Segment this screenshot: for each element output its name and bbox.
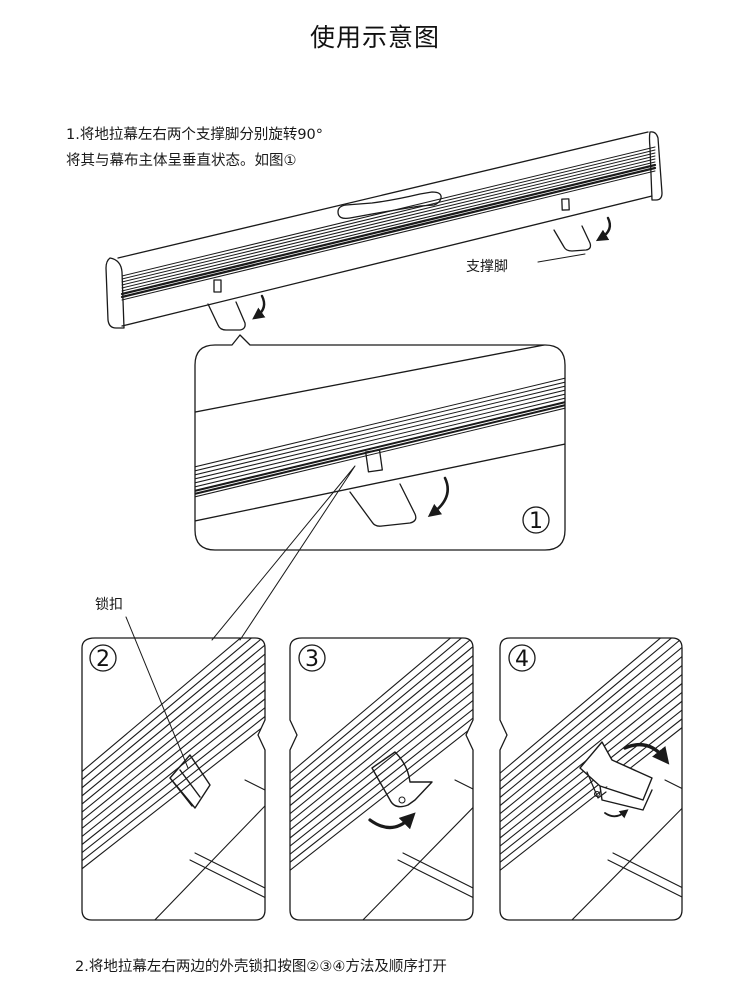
- zoom-connector: [211, 465, 356, 641]
- carry-handle: [337, 191, 442, 220]
- panel-2-number-badge: [89, 644, 117, 672]
- panel-3-number: 3: [305, 647, 319, 672]
- lock-clasp-leader-line: [125, 616, 189, 769]
- left-end-cap: [105, 257, 125, 329]
- panel-3-number-badge: [298, 644, 326, 672]
- panel-3-rotate-arrow-icon: [368, 812, 416, 830]
- lock-clasp-label: 锁扣: [95, 597, 123, 613]
- left-support-leg: [207, 301, 246, 331]
- panel-4-number: 4: [515, 647, 529, 672]
- step-2-instructions: 2.将地拉幕左右两边的外壳锁扣按图②③④方法及顺序打开: [75, 959, 447, 975]
- closed-lock-clasp: [169, 754, 211, 809]
- panel-4-rotate-arrow-large-icon: [623, 743, 670, 765]
- detail-panel-4: 4: [499, 637, 683, 921]
- page-title: 使用示意图: [309, 23, 440, 52]
- screen-housing: [105, 131, 663, 331]
- right-support-leg: [553, 225, 592, 252]
- step-1-line-1: 1.将地拉幕左右两个支撑脚分别旋转90°: [66, 127, 324, 143]
- right-end-cap: [648, 131, 663, 201]
- left-clasp: [213, 279, 222, 293]
- panel-4-number-badge: [508, 644, 536, 672]
- left-rotate-arrow-icon: [252, 294, 266, 320]
- support-leg-leader-line: [537, 253, 586, 263]
- opened-lock-clasp: [579, 741, 653, 811]
- panel-1-number: 1: [529, 509, 543, 534]
- detail-panel-2: 2: [81, 616, 266, 921]
- panel-2-number: 2: [96, 647, 110, 672]
- right-rotate-arrow-icon: [595, 216, 612, 242]
- support-leg-label: 支撑脚: [466, 259, 508, 275]
- right-clasp: [561, 198, 570, 211]
- lifted-lock-clasp: [371, 751, 433, 808]
- detail-panel-3: 3: [289, 637, 474, 921]
- step-1-instructions: 1.将地拉幕左右两个支撑脚分别旋转90° 将其与幕布主体呈垂直状态。如图①: [66, 122, 323, 174]
- panel-4-rotate-arrow-small-icon: [604, 809, 629, 819]
- panel-1-number-badge: [522, 506, 550, 534]
- detail-panel-1: 1: [194, 334, 566, 551]
- step-1-line-2: 将其与幕布主体呈垂直状态。如图①: [66, 153, 297, 169]
- housing-ribs: [120, 146, 657, 301]
